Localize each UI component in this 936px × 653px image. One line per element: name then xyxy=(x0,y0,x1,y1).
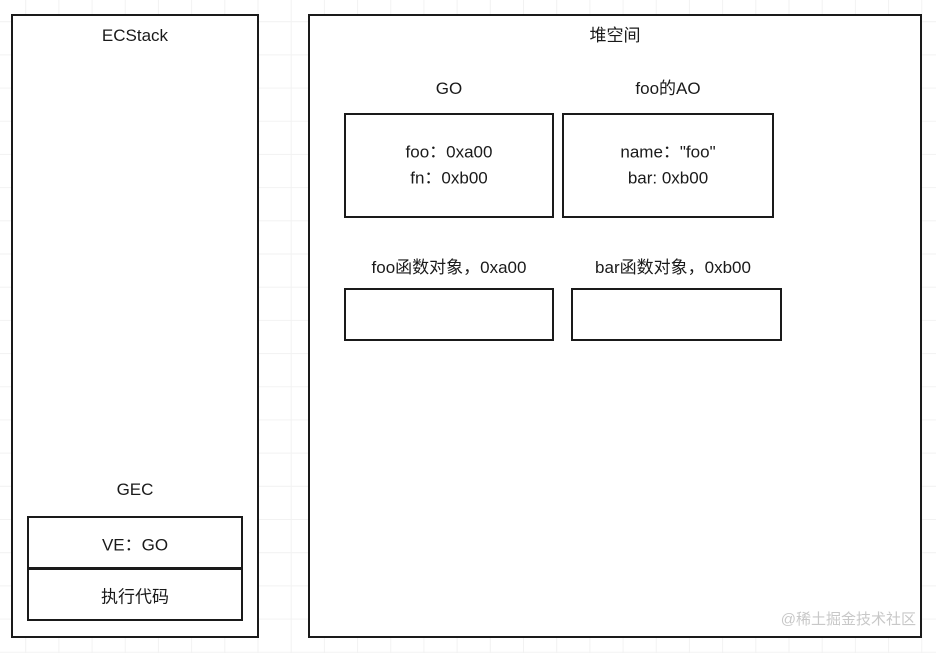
gec-row-variable-environment-label: VE：GO xyxy=(101,535,169,554)
global-object-entries: foo：0xa00 fn：0xb00 xyxy=(346,139,552,192)
global-object-entry-foo: foo：0xa00 xyxy=(405,142,493,162)
watermark: @稀土掘金技术社区 xyxy=(780,611,916,628)
gec-row-execute-code-label: 执行代码 xyxy=(101,587,169,606)
gec-row-execute-code: 执行代码 xyxy=(27,568,243,621)
foo-activation-object-entries: name："foo" bar: 0xb00 xyxy=(564,139,772,192)
foo-activation-object-entry-bar: bar: 0xb00 xyxy=(627,168,709,188)
global-object-box: foo：0xa00 fn：0xb00 xyxy=(344,113,554,218)
gec-title: GEC xyxy=(116,480,154,499)
foo-activation-object-title: foo的AO xyxy=(635,79,701,98)
foo-function-object-title: foo函数对象，0xa00 xyxy=(371,258,527,277)
global-object-title: GO xyxy=(435,79,463,98)
foo-activation-object-box: name："foo" bar: 0xb00 xyxy=(562,113,774,218)
ecstack-title: ECStack xyxy=(101,26,169,45)
bar-function-object-box xyxy=(571,288,782,341)
bar-function-object-title: bar函数对象，0xb00 xyxy=(595,258,751,277)
global-object-entry-fn: fn：0xb00 xyxy=(410,168,488,188)
gec-row-variable-environment: VE：GO xyxy=(27,516,243,569)
foo-function-object-box xyxy=(344,288,554,341)
heap-title: 堆空间 xyxy=(589,26,641,45)
foo-activation-object-entry-name: name："foo" xyxy=(620,142,716,162)
